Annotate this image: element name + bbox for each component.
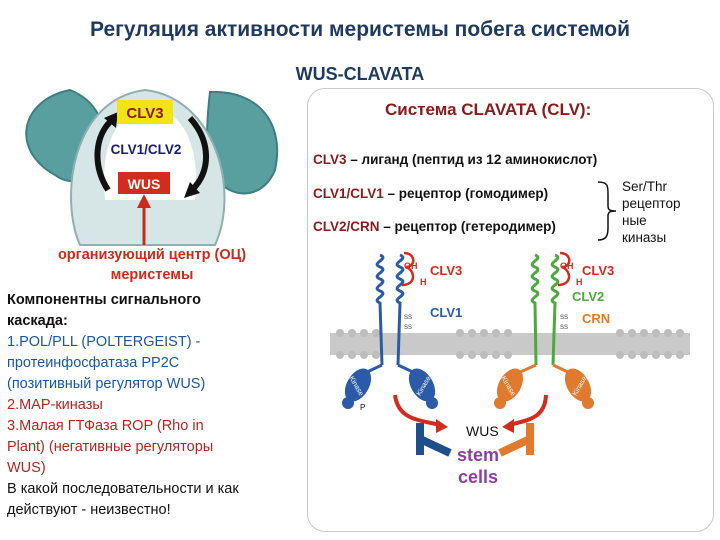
h-label-2: H [576, 277, 583, 287]
clv3-fig-label-2: CLV3 [582, 263, 614, 278]
clv1-fig-label: CLV1 [430, 305, 462, 320]
clv2-line: CLV2/CRN – рецептор (гетеродимер) [313, 219, 556, 234]
side-note-1: Ser/Thr [622, 179, 668, 194]
side-note-2: рецептор [622, 196, 681, 211]
ss-label-3: SS [560, 315, 568, 321]
components-heading2: каскада: [7, 313, 68, 329]
meristem-diagram: CLV3 CLV1/CLV2 WUS [25, 88, 279, 246]
page-subtitle: WUS-CLAVATA [295, 64, 425, 84]
clv3-line: CLV3 – лиганд (пептид из 12 аминокислот) [313, 152, 597, 167]
oc-line1: организующий центр (ОЦ) [57, 247, 247, 263]
wus-box [118, 172, 170, 194]
stem-cells-line2: cells [458, 467, 498, 487]
arrowhead-right-icon [184, 182, 200, 198]
side-note-4: киназы [622, 230, 667, 245]
component-item2: 2.MAP-киназы [7, 397, 103, 413]
crn-kinase-left [496, 368, 524, 402]
membrane [330, 333, 690, 355]
ss-label-2: SS [404, 325, 412, 331]
arc-arrowhead-right-icon [502, 419, 514, 433]
signaling-figure: Kinase Kinase OH H CLV3 CLV1 SS SS Kinas… [330, 251, 690, 487]
ss-label-1: SS [404, 315, 412, 321]
oc-line2: меристемы [110, 267, 194, 283]
arrowhead-left-icon [104, 112, 118, 128]
clv3-name: CLV3 [313, 152, 347, 167]
receptor-bracket [597, 181, 617, 241]
crn-kinase-right [564, 368, 592, 402]
components-list: Компонентны сигнального каскада: 1.POL/P… [7, 290, 307, 521]
clv3-fig-label-1: CLV3 [430, 263, 462, 278]
page-title: Регуляция активности меристемы побега си… [89, 18, 631, 41]
crn-block-stem [498, 435, 532, 457]
feedback-arc-right [187, 115, 209, 193]
oc-pointer-arrowhead-icon [137, 194, 151, 208]
component-item1a: 1.POL/PLL (POLTERGEIST) - [7, 334, 201, 350]
stem-cells-line1: stem [457, 445, 499, 465]
crn-fig-label: CRN [582, 311, 610, 326]
component-item1c: (позитивный регулятор WUS) [7, 376, 206, 392]
side-note-3: ные [622, 213, 647, 228]
clv12-label: CLV1/CLV2 [111, 142, 182, 157]
oh-label-2: OH [560, 261, 574, 271]
clv2-receptor [530, 253, 560, 366]
clv2-name: CLV2/CRN [313, 219, 380, 234]
clv3-box [117, 100, 173, 124]
footer-line2: действуют - неизвестно! [7, 502, 171, 518]
clv3-box-label: CLV3 [126, 105, 163, 122]
clv1-line: CLV1/CLV1 – рецептор (гомодимер) [313, 186, 548, 201]
p-label: P [360, 403, 365, 412]
clv1-kinase-left [344, 368, 372, 402]
clv1-name: CLV1/CLV1 [313, 186, 384, 201]
wus-fig-label: WUS [466, 423, 499, 439]
ss-label-4: SS [560, 325, 568, 331]
clv2-desc: – рецептор (гетеродимер) [379, 219, 556, 234]
clv1-desc: – рецептор (гомодимер) [383, 186, 549, 201]
clv3-peptide-1 [401, 251, 415, 287]
clv3-desc: – лиганд (пептид из 12 аминокислот) [346, 152, 598, 167]
component-item3c: WUS) [7, 460, 46, 476]
clv1-kinase-right [408, 368, 436, 402]
clv1-to-wus-arc [393, 394, 441, 427]
phosphate-groups [342, 397, 594, 409]
clavata-panel [307, 88, 714, 532]
wus-box-label: WUS [128, 176, 161, 192]
arc-arrowhead-left-icon [436, 419, 448, 433]
footer-line1: В какой последовательности и как [7, 481, 239, 497]
clv1-block-stem [418, 435, 452, 457]
crn-to-wus-arc [509, 394, 548, 427]
h-label-1: H [420, 277, 427, 287]
stem-cells-blob [450, 449, 502, 481]
clv2-fig-label: CLV2 [572, 289, 604, 304]
component-item1b: протеинфосфатаза PP2C [7, 355, 180, 371]
clv3-peptide-2 [557, 251, 571, 287]
crn-receptor [517, 363, 571, 375]
components-heading1: Компонентны сигнального [7, 292, 201, 308]
component-item3b: Plant) (негативные регуляторы [7, 439, 214, 455]
system-title: Система CLAVATA (CLV): [385, 100, 592, 119]
organizing-center-caption: организующий центр (ОЦ) меристемы [8, 245, 296, 285]
component-item3a: 3.Малая ГТФаза ROP (Rho in [7, 418, 204, 434]
oh-label-1: OH [404, 261, 418, 271]
feedback-arc-left [94, 117, 115, 192]
side-note: Ser/Thr рецептор ные киназы [622, 178, 702, 246]
